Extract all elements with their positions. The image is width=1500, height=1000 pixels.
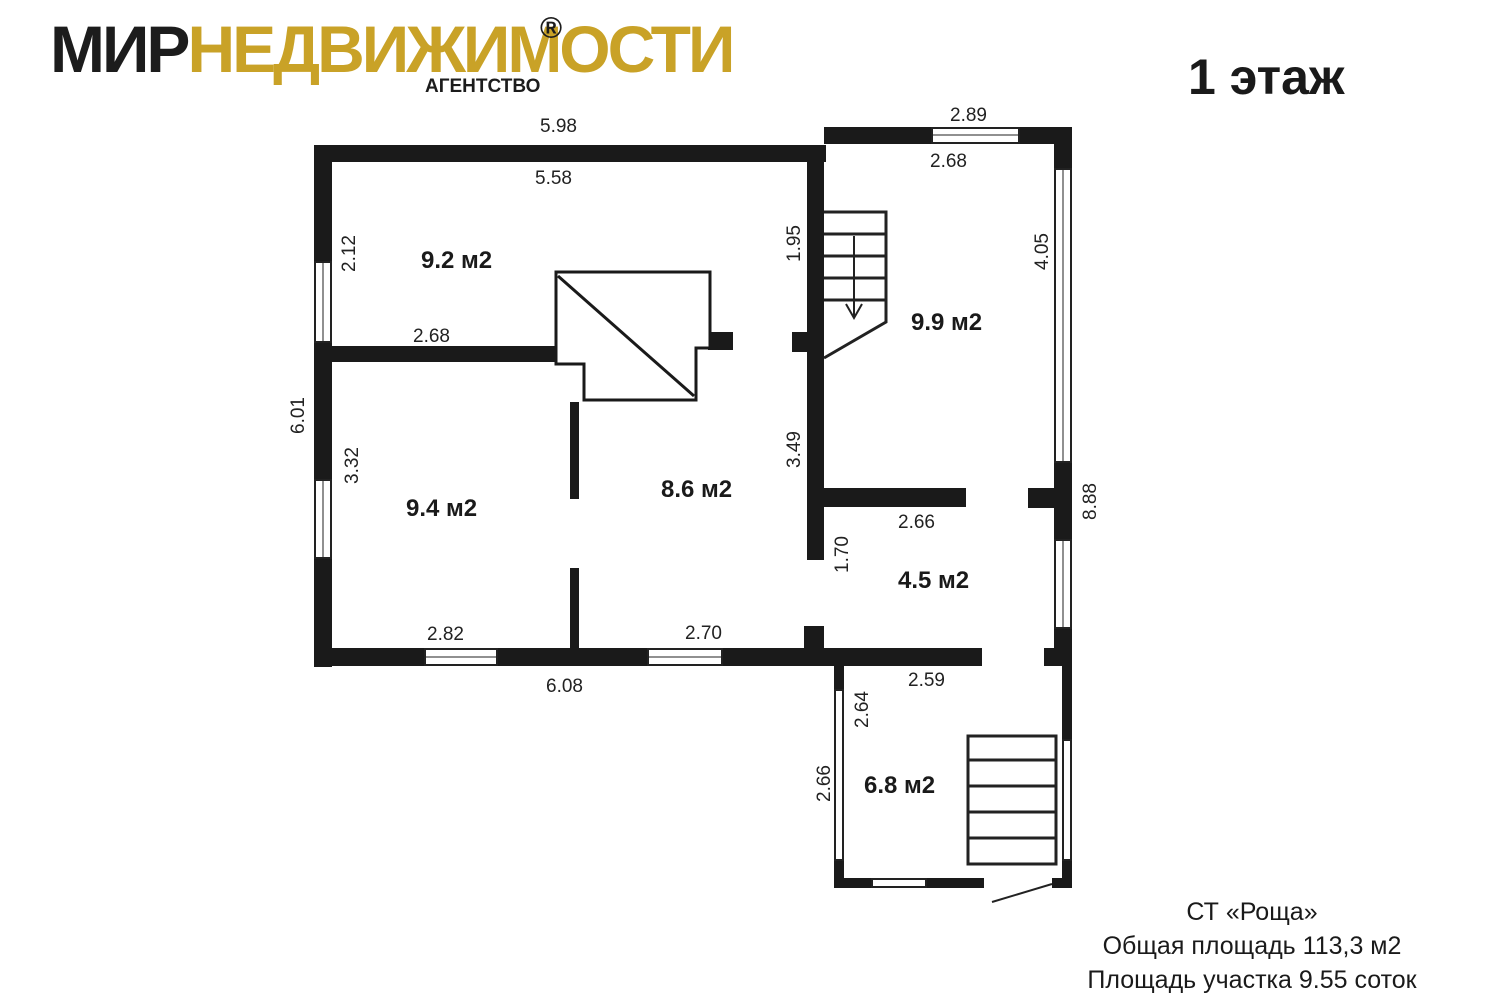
stove-block — [554, 270, 712, 402]
room-area-label: 9.9 м2 — [911, 309, 982, 336]
dimension-label: 2.66 — [898, 512, 935, 533]
room-area-label: 9.2 м2 — [421, 247, 492, 274]
dimension-label: 2.59 — [908, 670, 945, 691]
logo-registered-mark: ® — [540, 12, 562, 45]
dimension-label: 2.68 — [930, 151, 967, 172]
room-area-label: 8.6 м2 — [661, 476, 732, 503]
wall-left-outer — [314, 145, 332, 667]
info-line-1: СТ «Роща» — [1186, 898, 1317, 926]
dimension-label: 6.08 — [546, 676, 583, 697]
dimension-label: 4.05 — [1032, 233, 1053, 270]
room-area-label: 6.8 м2 — [864, 772, 935, 799]
dimension-label: 6.01 — [288, 397, 309, 434]
dimension-label: 3.32 — [342, 447, 363, 484]
staircase-upper — [823, 210, 888, 360]
room-areas: 9.2 м2 9.9 м2 8.6 м2 9.4 м2 4.5 м2 6.8 м… — [406, 247, 982, 799]
interior-fixtures — [554, 210, 1058, 903]
floor-title: 1 этаж — [1188, 49, 1345, 105]
dimension-label: 2.64 — [852, 691, 873, 728]
window-porch-left — [834, 689, 844, 861]
dimension-label: 2.70 — [685, 623, 722, 644]
window-porch-bottom — [871, 878, 927, 888]
dimension-label: 2.82 — [427, 624, 464, 645]
window-porch-right — [1062, 739, 1072, 861]
logo-word-dark: МИР — [50, 12, 188, 86]
dimension-label: 2.89 — [950, 105, 987, 126]
stair-arrow-icon — [845, 303, 863, 321]
staircase-porch — [966, 734, 1058, 866]
wall-right-stub — [1028, 488, 1058, 508]
dimension-label: 1.95 — [784, 225, 805, 262]
agency-logo: МИРНЕДВИЖИМОСТИ ® АГЕНТСТВО — [50, 12, 735, 97]
dimension-label: 5.98 — [540, 116, 577, 137]
dimension-label: 5.58 — [535, 168, 572, 189]
wall-top-left — [314, 145, 826, 162]
partition-lower — [570, 568, 579, 650]
wall-stub — [792, 332, 810, 352]
partition-upper — [570, 402, 579, 499]
room-area-label: 9.4 м2 — [406, 495, 477, 522]
info-line-2: Общая площадь 113,3 м2 — [1103, 932, 1402, 960]
logo-word-gold: НЕДВИЖИМОСТИ — [187, 12, 732, 86]
info-line-3: Площадь участка 9.55 соток — [1087, 966, 1417, 994]
door-swing — [991, 883, 1053, 903]
wall-stub-3 — [804, 626, 824, 650]
logo-subtitle: АГЕНТСТВО — [425, 76, 540, 97]
room-area-label: 4.5 м2 — [898, 567, 969, 594]
dimension-label: 2.68 — [413, 326, 450, 347]
svg-text:МИРНЕДВИЖИМОСТИ: МИРНЕДВИЖИМОСТИ — [50, 12, 732, 86]
dimension-label: 2.12 — [339, 235, 360, 272]
wall-center-vertical — [807, 145, 824, 560]
wall-porch-bottom-right — [1052, 878, 1072, 888]
wall-hall-top — [824, 488, 966, 507]
wall-stub-2 — [708, 332, 733, 350]
dimension-label: 3.49 — [784, 431, 805, 468]
wall-right-mid — [1054, 462, 1072, 540]
dimension-labels: 5.98 5.58 2.89 2.68 2.12 1.95 4.05 2.68 … — [288, 105, 1101, 802]
dimension-label: 8.88 — [1080, 483, 1101, 520]
dimension-label: 1.70 — [832, 536, 853, 573]
wall-inner-horizontal — [330, 346, 556, 362]
wall-right-top — [1054, 127, 1072, 169]
property-info: СТ «Роща» Общая площадь 113,3 м2 Площадь… — [1087, 898, 1417, 994]
dimension-label: 2.66 — [814, 765, 835, 802]
windows — [314, 127, 1072, 888]
